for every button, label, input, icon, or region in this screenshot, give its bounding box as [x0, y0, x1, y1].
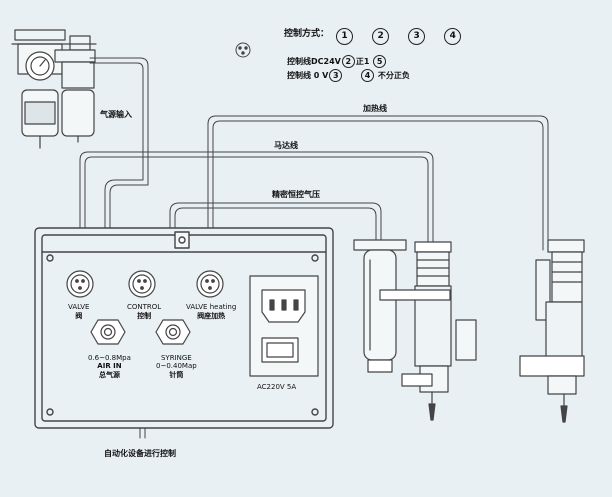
valve-heating-connector-icon [196, 270, 224, 298]
automation-label: 自动化设备进行控制 [104, 449, 176, 458]
air-inlet-tube [89, 57, 149, 321]
syringe-fitting-icon [155, 319, 191, 345]
pressure-wire-label: 精密恒控气压 [272, 190, 320, 199]
line1-mid: 正1 [355, 57, 370, 66]
control-mode-title: 控制方式： [284, 29, 330, 39]
connector-symbol-icon [235, 42, 251, 58]
dispensing-valve-icon [353, 239, 477, 421]
heating-wire-label: 加热线 [363, 104, 387, 113]
filter-regulator-icon [11, 29, 97, 149]
control-connector-icon [128, 270, 156, 298]
option-2: 2 [372, 28, 390, 45]
jet-valve-icon [519, 239, 585, 423]
option-1: 1 [336, 28, 353, 45]
option-4: 4 [444, 28, 462, 45]
control-mode-options: 1 2 3 4 [336, 23, 475, 45]
motor-cable [79, 151, 434, 271]
air-in-fitting-icon [90, 319, 126, 345]
line2-suffix: 不分正负 [377, 71, 410, 80]
motor-wire-label: 马达线 [274, 141, 298, 150]
pressure-tube [169, 202, 382, 321]
line1-num-a: 2 [341, 55, 355, 68]
valve-connector-icon [66, 270, 94, 298]
option-3: 3 [408, 28, 426, 45]
line2-num-a: 3 [329, 69, 343, 82]
power-rating-label: AC220V 5A [257, 383, 297, 391]
air-inlet-label: 气源输入 [100, 110, 132, 119]
line1-prefix: 控制线DC24V [287, 57, 341, 66]
line2-num-b: 4 [361, 69, 375, 82]
line2-prefix: 控制线 0 V [287, 71, 329, 80]
heating-cable [207, 115, 549, 271]
power-socket-icon [249, 275, 319, 377]
line1-num-b: 5 [373, 55, 387, 68]
